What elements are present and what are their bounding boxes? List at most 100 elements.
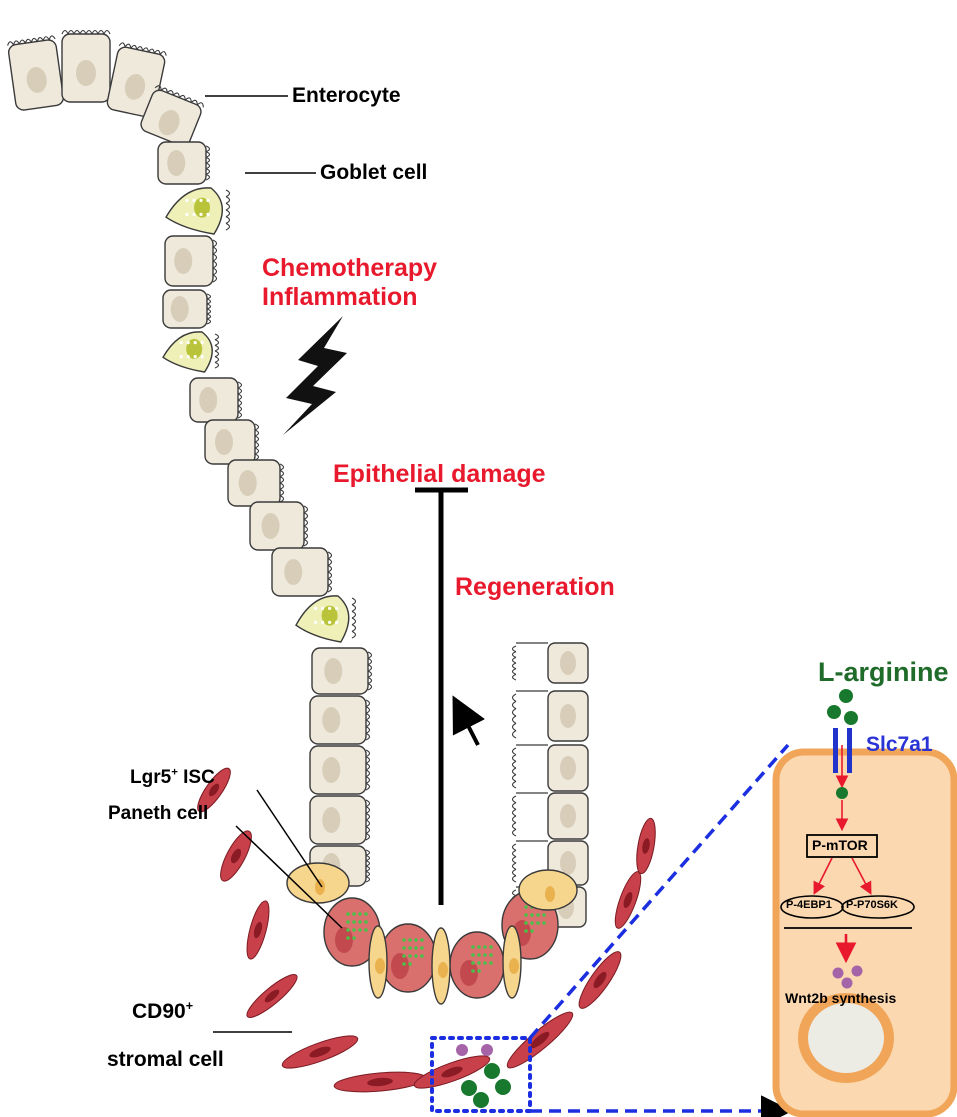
enterocyte-cell: [205, 420, 259, 464]
paneth-granule: [489, 953, 493, 957]
paneth-granule: [530, 921, 534, 925]
paneth-granule: [524, 905, 528, 909]
paneth-granule: [402, 954, 406, 958]
paneth-cell-label: Paneth cell: [108, 803, 208, 825]
microvilli: [366, 800, 370, 840]
stromal-cells: [193, 764, 659, 1095]
enterocyte-cell: [310, 796, 370, 844]
cell-nucleus: [174, 248, 192, 274]
microvilli: [207, 294, 211, 324]
cd90-stromal-cell: [242, 969, 301, 1022]
microvilli: [513, 844, 517, 882]
paneth-granule: [402, 946, 406, 950]
p-mtor-label: P-mTOR: [812, 837, 868, 853]
enterocyte-cell: [158, 142, 210, 184]
cell-nucleus: [560, 651, 576, 675]
chemotherapy-label: Chemotherapy: [262, 254, 437, 283]
p-p70s6k-label: P-P70S6K: [846, 899, 898, 911]
arginine-dot: [844, 711, 858, 725]
cell-nucleus: [239, 470, 257, 496]
cell-nucleus: [545, 886, 555, 902]
cell-nucleus: [215, 429, 233, 455]
paneth-granule: [420, 946, 424, 950]
paneth-granule: [364, 912, 368, 916]
niche-to-isc-arrow: [458, 706, 478, 745]
cd90-stromal-cell: [279, 1030, 360, 1074]
paneth-granule: [346, 920, 350, 924]
cd90-stromal-cell: [243, 899, 274, 961]
cell-nucleus: [324, 658, 342, 684]
paneth-cell: [380, 924, 436, 992]
cell-nucleus: [560, 704, 576, 728]
enterocyte-label: Enterocyte: [292, 84, 401, 108]
paneth-granule: [358, 920, 362, 924]
microvilli: [226, 190, 230, 230]
cell-nucleus: [262, 513, 280, 539]
regeneration-label: Regeneration: [455, 573, 615, 602]
enterocyte-cell: [163, 290, 211, 328]
paneth-granule: [489, 945, 493, 949]
enterocyte-cell: [312, 648, 372, 694]
cell-nucleus: [509, 958, 519, 974]
microvilli: [255, 424, 259, 460]
cell-nucleus: [335, 927, 353, 953]
l-arginine-label: L-arginine: [818, 657, 949, 688]
cell-nucleus: [375, 958, 385, 974]
niche-arginine-dot: [484, 1063, 500, 1079]
paneth-granule: [489, 961, 493, 965]
cell-nucleus: [560, 851, 576, 875]
paneth-granule: [524, 929, 528, 933]
paneth-granule: [536, 921, 540, 925]
paneth-granule: [364, 920, 368, 924]
cell-nucleus: [460, 960, 478, 986]
cell-nucleus: [284, 559, 302, 585]
slc7a1-transporter: [833, 728, 838, 773]
arginine-dot: [839, 689, 853, 703]
cell-nucleus: [171, 296, 189, 322]
microvilli: [368, 652, 372, 690]
wnt2b-dot: [833, 968, 844, 979]
goblet-cell: [296, 596, 356, 642]
paneth-granule: [536, 913, 540, 917]
paneth-granule: [477, 961, 481, 965]
niche-wnt2b-dot: [456, 1044, 468, 1056]
cell-nucleus: [560, 804, 576, 828]
cd90-stromal-cell: [333, 1069, 426, 1095]
cell-nucleus: [322, 757, 340, 783]
paneth-granule: [364, 928, 368, 932]
enterocyte-cell: [7, 36, 64, 112]
paneth-granule: [408, 954, 412, 958]
microvilli: [513, 796, 517, 836]
cd90-stromal-cell: [411, 1050, 492, 1094]
microvilli: [513, 748, 517, 788]
microvilli: [280, 464, 284, 502]
enterocyte-cell: [190, 378, 242, 422]
paneth-granule: [346, 928, 350, 932]
paneth-granule: [346, 912, 350, 916]
wnt2b-dot: [842, 978, 853, 989]
paneth-granule: [471, 953, 475, 957]
cell-nucleus: [76, 60, 96, 86]
enterocyte-cell: [513, 745, 589, 791]
inflammation-label: Inflammation: [262, 283, 418, 312]
stromal-cell-label: stromal cell: [107, 1048, 224, 1072]
enterocyte-cell: [513, 643, 589, 683]
enterocyte-cell: [310, 746, 370, 794]
enterocyte-cell: [228, 460, 284, 506]
paneth-granule: [477, 945, 481, 949]
microvilli: [352, 598, 356, 638]
goblet-cell: [166, 188, 230, 234]
paneth-granule: [477, 953, 481, 957]
arginine-dot: [827, 705, 841, 719]
goblet-cell: [163, 332, 219, 372]
paneth-granule: [408, 946, 412, 950]
microvilli: [513, 694, 517, 738]
paneth-granule: [542, 921, 546, 925]
microvilli: [213, 240, 217, 282]
microvilli: [513, 646, 517, 680]
cell-nucleus: [322, 707, 340, 733]
microvilli: [304, 506, 308, 546]
paneth-granule: [352, 936, 356, 940]
paneth-granule: [471, 969, 475, 973]
lgr5-stem-cell: [503, 926, 521, 998]
